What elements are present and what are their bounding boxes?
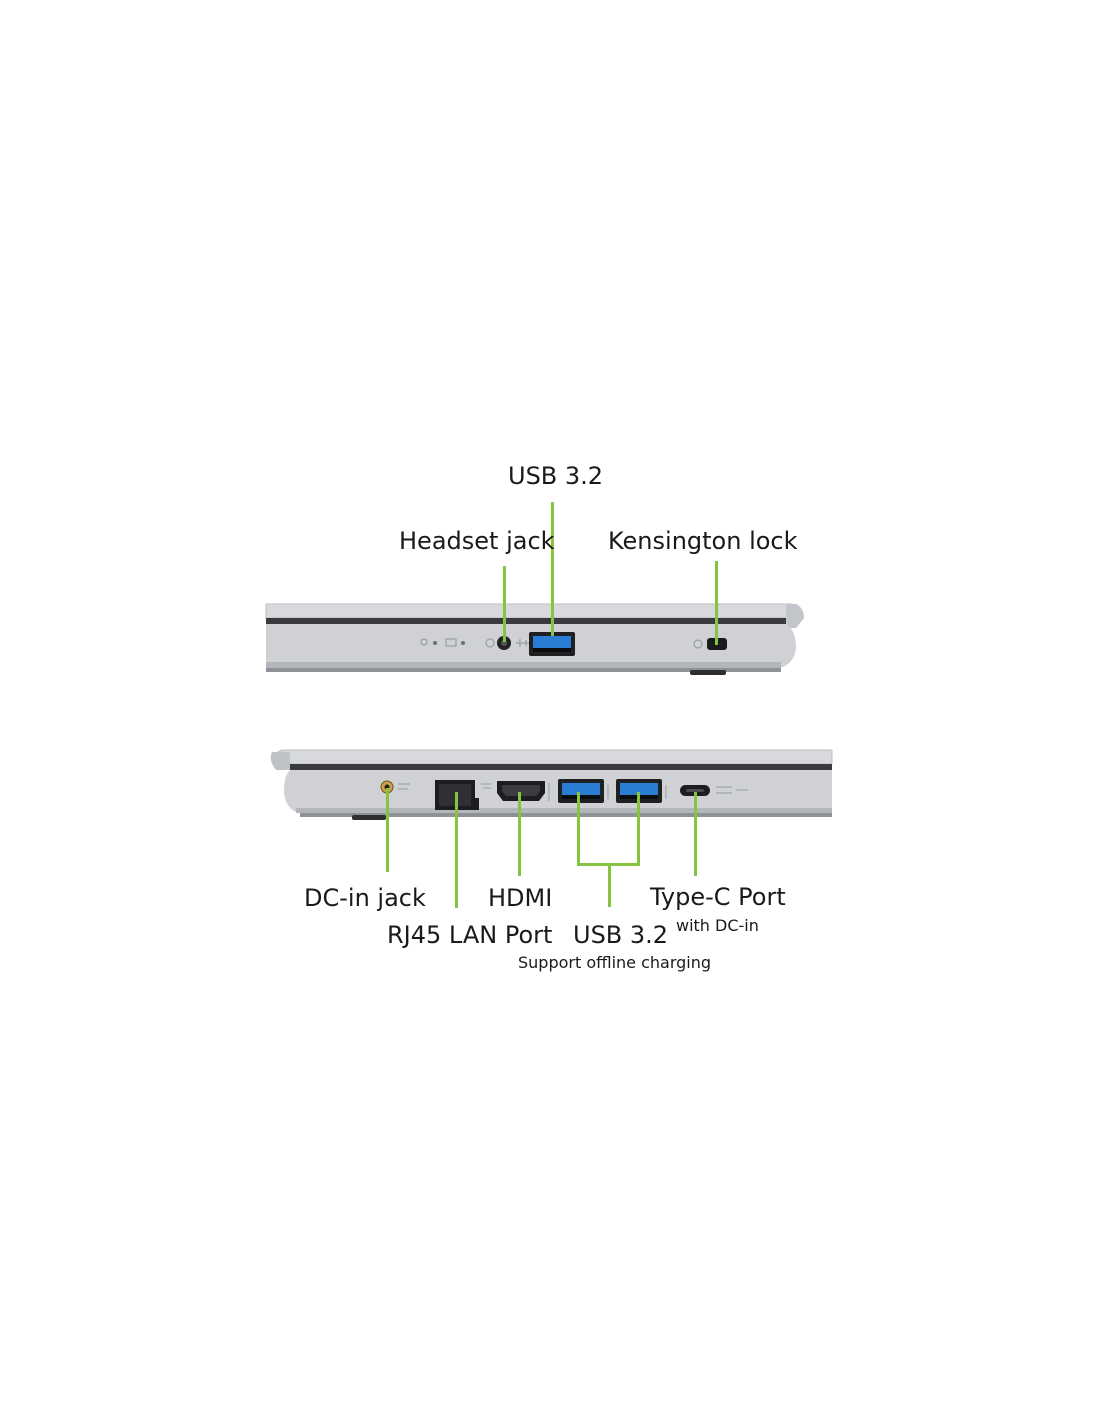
label-headset-jack: Headset jack (399, 527, 555, 555)
usb-port-2-icon (616, 779, 667, 803)
leader-usb-bottom-stem (608, 863, 611, 907)
rj45-port-icon (435, 780, 491, 810)
label-hdmi: HDMI (488, 884, 553, 912)
leader-usb-bottom-right (637, 792, 640, 866)
leader-kensington (715, 561, 718, 645)
usb-port-1-icon (558, 779, 609, 803)
label-type-c-port: Type-C Port (650, 883, 786, 911)
label-rj45-lan-port: RJ45 LAN Port (387, 921, 553, 949)
leader-usb-top (551, 502, 554, 636)
status-led-icons (420, 638, 465, 647)
leader-rj45 (455, 792, 458, 908)
type-c-port-icon (680, 785, 748, 796)
hdmi-port-icon (497, 781, 550, 801)
label-usb-top: USB 3.2 (508, 462, 604, 490)
leader-type-c (694, 792, 697, 876)
label-type-c-sub: with DC-in (676, 916, 759, 935)
dc-in-jack-icon (380, 780, 410, 794)
leader-hdmi (518, 792, 521, 876)
label-usb-bottom-sub: Support offline charging (518, 953, 712, 972)
label-dc-in-jack: DC-in jack (304, 884, 426, 912)
leader-dc-in (386, 788, 389, 872)
label-kensington-lock: Kensington lock (608, 527, 798, 555)
usb-port-icon (529, 632, 575, 656)
label-usb-bottom: USB 3.2 (573, 921, 669, 949)
leader-headset (503, 566, 506, 642)
kensington-lock-icon (693, 638, 727, 650)
headset-jack-icon (485, 636, 530, 650)
leader-usb-bottom-left (577, 792, 580, 866)
